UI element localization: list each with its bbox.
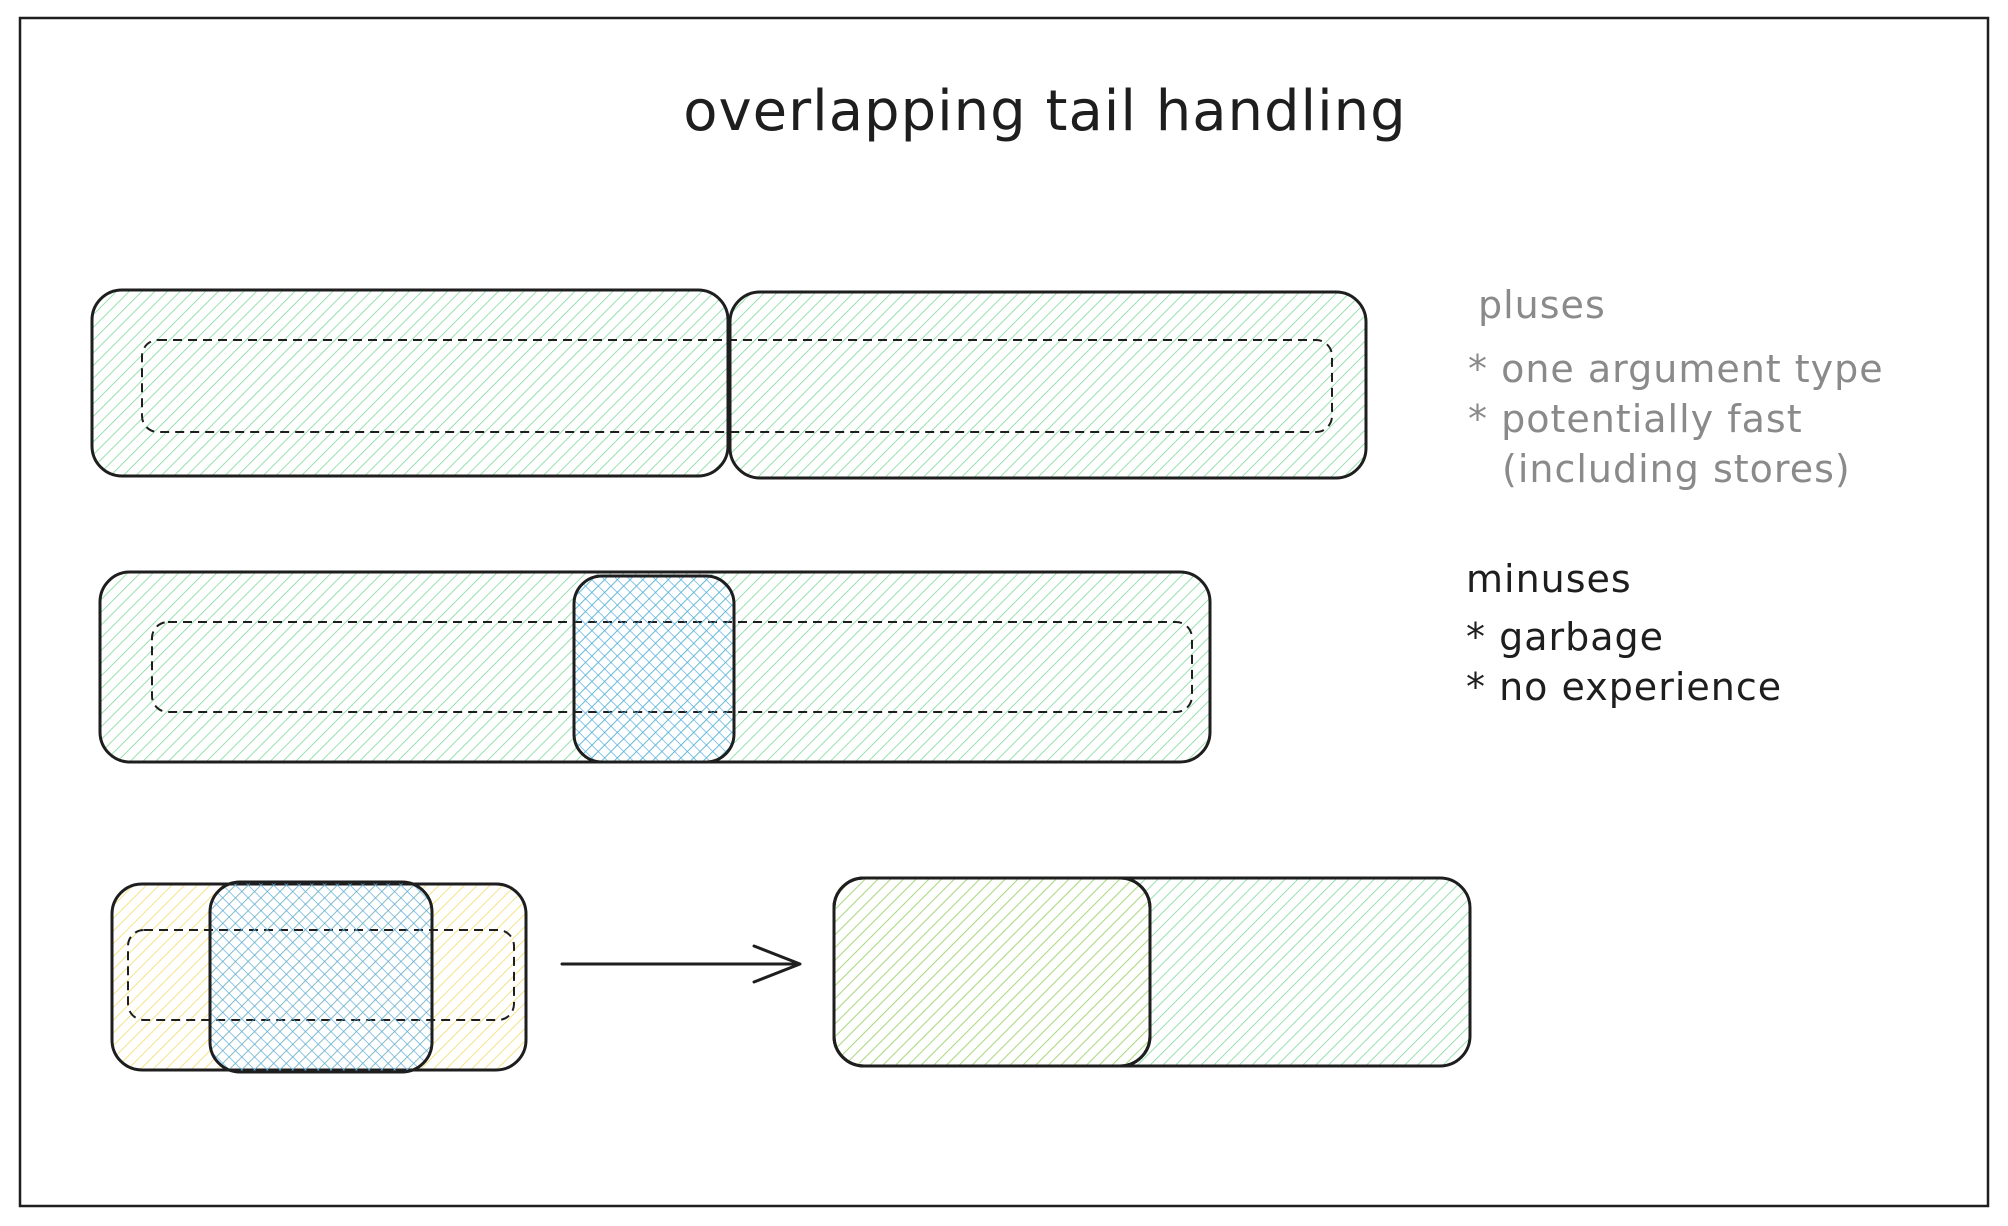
row-1-right-block bbox=[728, 290, 1368, 480]
row-3-small-block bbox=[110, 880, 528, 1074]
minuses-notes: minuses * garbage * no experience bbox=[1466, 557, 1782, 709]
pluses-item-3: (including stores) bbox=[1502, 447, 1851, 491]
row-1-left-block bbox=[90, 288, 730, 478]
minuses-item-1: * garbage bbox=[1466, 615, 1664, 659]
pluses-notes: pluses * one argument type * potentially… bbox=[1468, 283, 1884, 491]
row-3-result-block bbox=[832, 876, 1472, 1068]
pluses-item-1: * one argument type bbox=[1468, 347, 1884, 391]
pluses-heading: pluses bbox=[1478, 283, 1606, 327]
row-2-overlap-block bbox=[98, 570, 1212, 764]
diagram-title: overlapping tail handling bbox=[683, 79, 1406, 144]
transform-arrow bbox=[560, 944, 802, 984]
minuses-item-2: * no experience bbox=[1466, 665, 1782, 709]
pluses-item-2: * potentially fast bbox=[1468, 397, 1803, 441]
minuses-heading: minuses bbox=[1466, 557, 1632, 601]
outer-frame bbox=[18, 16, 1990, 1208]
row-2-overlap-chunk bbox=[572, 574, 736, 764]
result-yellow-chunk-green-overlay bbox=[832, 876, 1152, 1068]
row-3-overlap-chunk bbox=[208, 880, 434, 1074]
row-1-adjacent-blocks bbox=[90, 288, 1368, 480]
row-1-inner-region bbox=[141, 339, 1333, 433]
